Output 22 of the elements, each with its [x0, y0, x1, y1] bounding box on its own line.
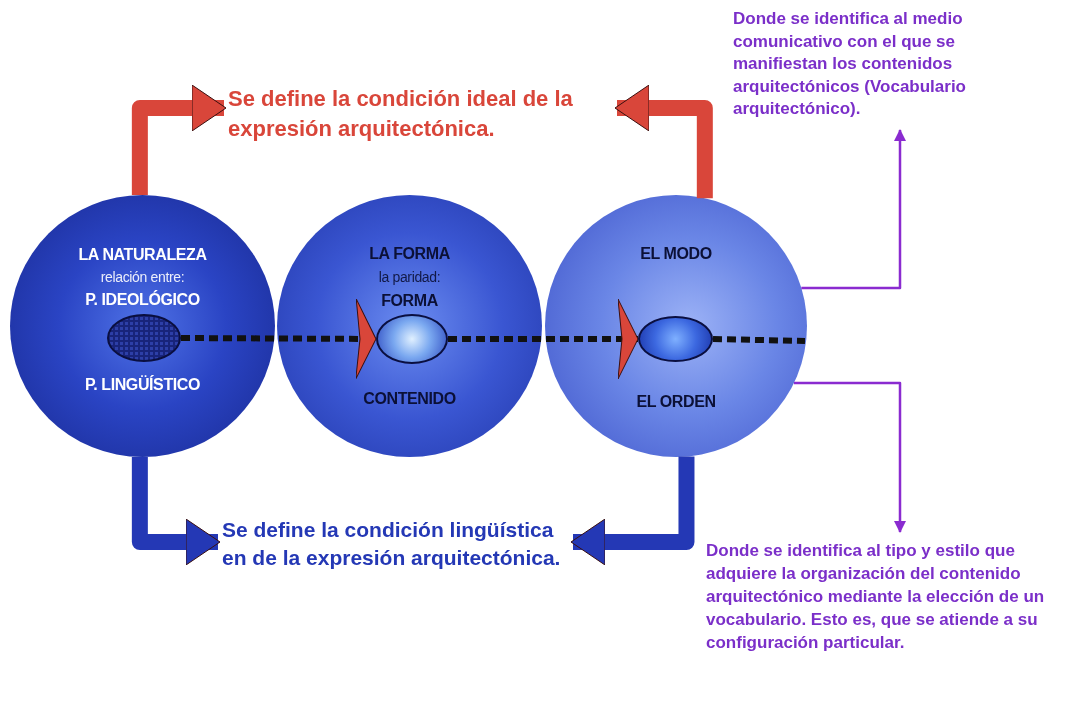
arrow [801, 129, 906, 290]
arrow [131, 84, 227, 196]
sphere-label: relación entre: [100, 268, 185, 287]
note-text: Se define la condición ideal de la expresión arquitectónica. [228, 84, 613, 144]
note-text: Se define la condición lingüística en de la expresión arquitectónica. [222, 516, 567, 573]
dotted-arrow [180, 298, 377, 380]
dotted-arrow [448, 298, 639, 380]
sphere-label: EL MODO [640, 244, 712, 264]
sphere-label: P. LINGÜÍSTICO [85, 374, 200, 395]
sphere-label: LA NATURALEZA [78, 245, 207, 265]
sphere-label: FORMA [381, 291, 438, 311]
note-text: Donde se identifica al medio comunicativo con el que se manifiestan los contenidos arquitectónicos (Vocabulario arquitectónico). [733, 8, 1038, 122]
arrow [131, 456, 221, 566]
sphere-label: EL ORDEN [636, 392, 716, 412]
sphere-label: CONTENIDO [363, 389, 456, 409]
arrow [614, 84, 713, 199]
sphere-label: P. IDEOLÓGICO [85, 289, 200, 310]
arrow [793, 381, 906, 533]
note-text: Donde se identifica al tipo y estilo que adquiere la organización del contenido arquitectónico mediante la elección de un vocabulario. Esto es, que se atiende a su configuración particular. [706, 540, 1084, 655]
arrow [570, 456, 695, 566]
sphere-label: la paridad: [378, 268, 441, 287]
sphere-label: LA FORMA [369, 244, 450, 264]
